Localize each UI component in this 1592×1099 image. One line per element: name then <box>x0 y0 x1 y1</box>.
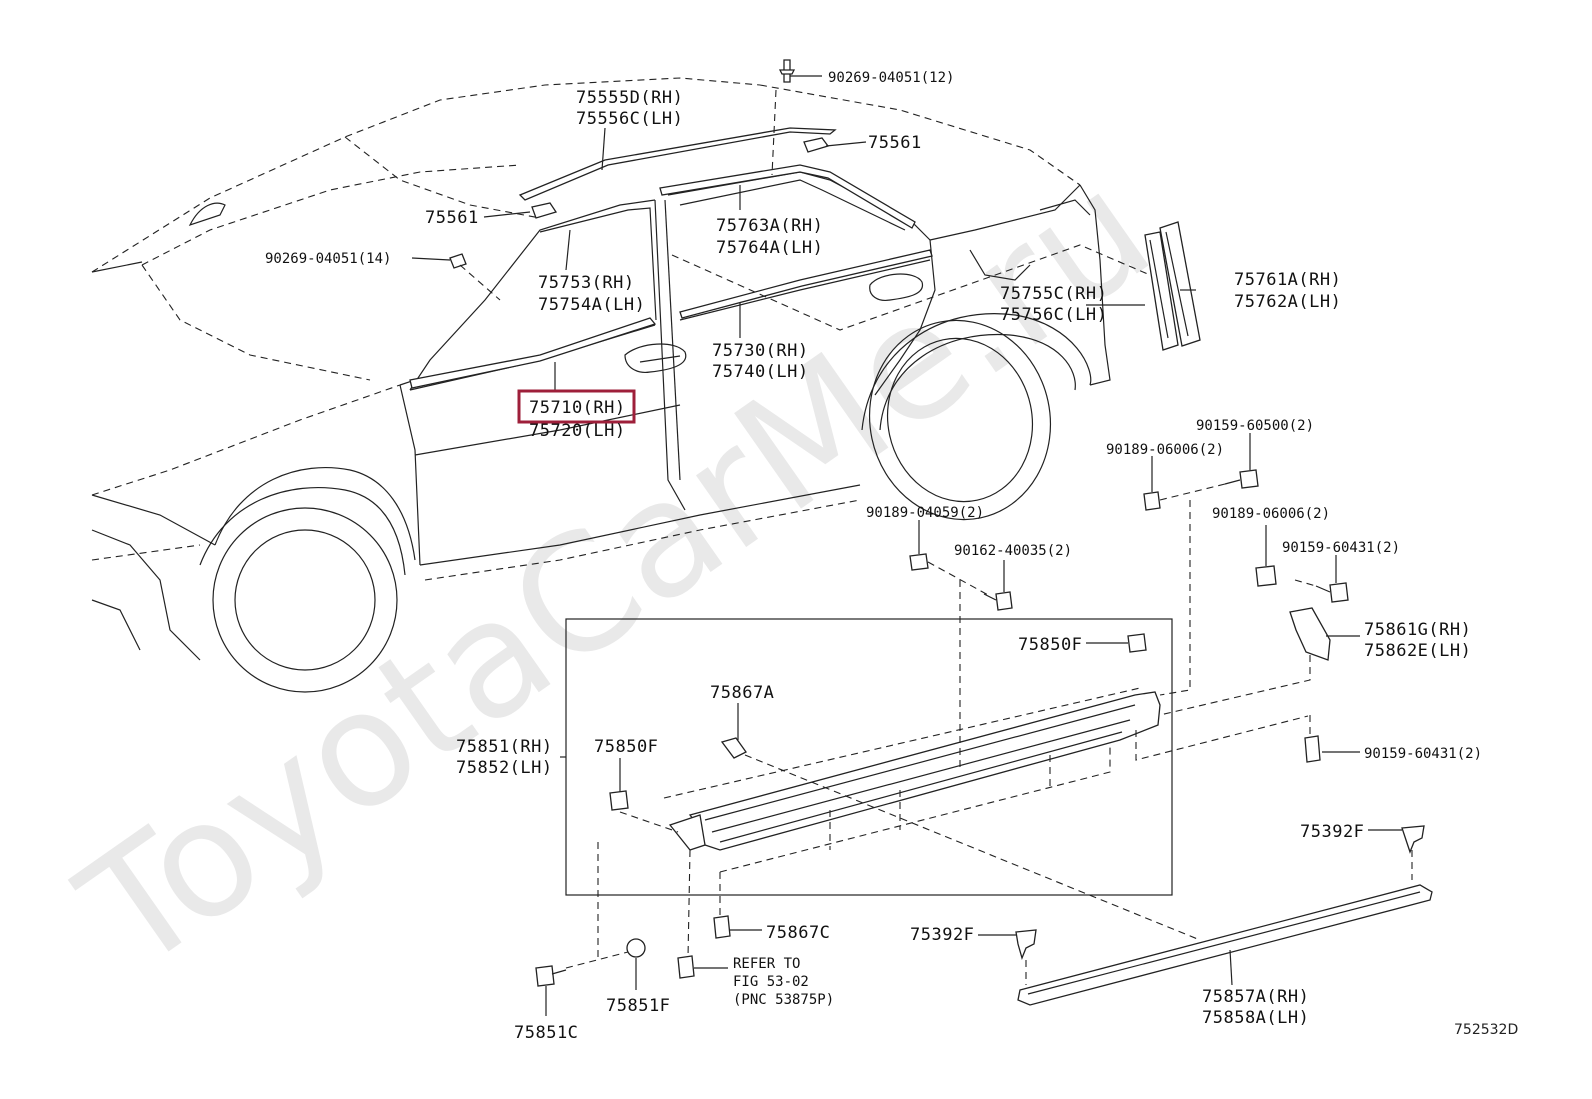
label-75861g[interactable]: 75861G(RH) <box>1364 620 1471 640</box>
label-75851f[interactable]: 75851F <box>606 996 670 1016</box>
label-75862e[interactable]: 75862E(LH) <box>1364 641 1471 661</box>
leader-lines <box>411 75 1402 1016</box>
bolt-90159-60431-a <box>1315 582 1349 603</box>
screw-75851c <box>535 965 567 987</box>
label-90159-60431-a[interactable]: 90159-60431(2) <box>1282 540 1400 556</box>
label-75756c[interactable]: 75756C(LH) <box>1000 305 1107 325</box>
bolt-90162-40035 <box>983 591 1013 611</box>
clip-75561-top <box>803 137 830 153</box>
label-90189-04059[interactable]: 90189-04059(2) <box>866 505 984 521</box>
rocker-panel-75851 <box>668 691 1161 851</box>
roof-moulding <box>518 127 837 201</box>
highlight-box <box>517 389 636 424</box>
front-door-belt-moulding <box>409 317 657 389</box>
clip-75561-left <box>531 202 558 219</box>
label-75851[interactable]: 75851(RH) <box>456 737 553 757</box>
label-75851c[interactable]: 75851C <box>514 1023 578 1043</box>
diagram-code: 752532D <box>1454 1022 1518 1038</box>
label-75754a[interactable]: 75754A(LH) <box>538 295 645 315</box>
label-75710[interactable]: 75710(RH) <box>529 398 626 418</box>
clip-75851f <box>626 938 646 958</box>
label-75556c[interactable]: 75556C(LH) <box>576 109 683 129</box>
label-75740[interactable]: 75740(LH) <box>712 362 809 382</box>
label-refer-line3: (PNC 53875P) <box>733 992 834 1008</box>
clip-75392f-b <box>1015 929 1037 961</box>
bolt-90159-60500 <box>1224 469 1259 489</box>
clip-75867a <box>720 737 747 759</box>
nut-90189-04059 <box>909 553 929 571</box>
label-75753[interactable]: 75753(RH) <box>538 273 635 293</box>
car-body <box>91 77 1111 693</box>
label-refer-line2: FIG 53-02 <box>733 974 809 990</box>
label-75561-left[interactable]: 75561 <box>425 208 479 228</box>
screw-refer <box>677 955 695 979</box>
rocker-panel-box <box>565 618 1173 896</box>
label-refer-line1: REFER TO <box>733 956 800 972</box>
mudguard-75857a <box>1017 884 1433 1006</box>
label-75764a[interactable]: 75764A(LH) <box>716 238 823 258</box>
connection-lines <box>459 89 1413 985</box>
rear-door-belt-moulding <box>679 249 933 319</box>
clip-75850f-a <box>1127 633 1147 653</box>
pillar-garnish-75761a <box>1144 221 1201 351</box>
clip-90269-left <box>449 253 467 269</box>
label-90159-60500[interactable]: 90159-60500(2) <box>1196 418 1314 434</box>
label-90189-06006-b[interactable]: 90189-06006(2) <box>1212 506 1330 522</box>
label-75392f-a[interactable]: 75392F <box>1300 822 1364 842</box>
label-75761a[interactable]: 75761A(RH) <box>1234 270 1341 290</box>
label-75392f-b[interactable]: 75392F <box>910 925 974 945</box>
clip-90269-top <box>778 59 796 83</box>
label-90162-40035[interactable]: 90162-40035(2) <box>954 543 1072 559</box>
label-75850f-a[interactable]: 75850F <box>1018 635 1082 655</box>
label-90159-60431-b[interactable]: 90159-60431(2) <box>1364 746 1482 762</box>
label-75555d[interactable]: 75555D(RH) <box>576 88 683 108</box>
bracket-75861g <box>1289 607 1331 661</box>
watermark: ToyotaCarMe.ru <box>49 135 1183 1007</box>
label-75857a[interactable]: 75857A(RH) <box>1202 987 1309 1007</box>
label-75730[interactable]: 75730(RH) <box>712 341 809 361</box>
clip-75867c <box>713 915 731 939</box>
label-90269-04051-14[interactable]: 90269-04051(14) <box>265 251 391 267</box>
label-75867a[interactable]: 75867A <box>710 683 774 703</box>
clip-75392f-a <box>1401 825 1425 854</box>
clip-75850f-b <box>609 790 629 811</box>
label-90189-06006-a[interactable]: 90189-06006(2) <box>1106 442 1224 458</box>
label-75763a[interactable]: 75763A(RH) <box>716 216 823 236</box>
nut-90189-06006-b <box>1255 565 1277 587</box>
label-90269-04051-12[interactable]: 90269-04051(12) <box>828 70 954 86</box>
labels: 90269-04051(12) 75555D(RH) 75556C(LH) 75… <box>265 70 1518 1043</box>
rear-door-window-frame <box>659 164 916 229</box>
label-75852[interactable]: 75852(LH) <box>456 758 553 778</box>
label-75850f-b[interactable]: 75850F <box>594 737 658 757</box>
label-75867c[interactable]: 75867C <box>766 923 830 943</box>
label-75858a[interactable]: 75858A(LH) <box>1202 1008 1309 1028</box>
label-75561-top[interactable]: 75561 <box>868 133 922 153</box>
label-75762a[interactable]: 75762A(LH) <box>1234 292 1341 312</box>
label-75755c[interactable]: 75755C(RH) <box>1000 284 1107 304</box>
label-75720[interactable]: 75720(LH) <box>529 421 626 441</box>
nut-90189-06006-a <box>1143 491 1161 511</box>
bolt-90159-60431-b <box>1304 735 1321 763</box>
